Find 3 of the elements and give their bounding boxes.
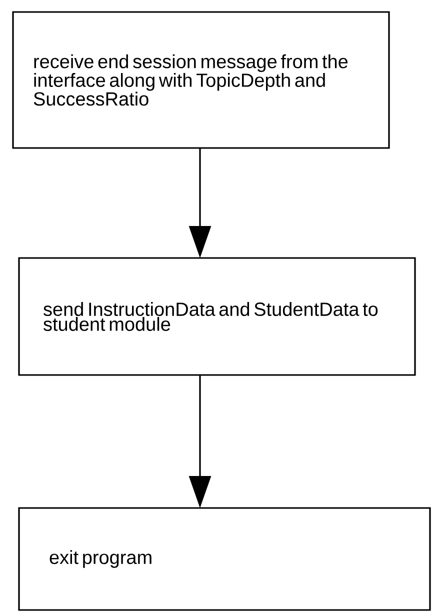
process-box: send InstructionData and StudentData to student module (18, 257, 416, 376)
process-box: receive end session message from the interface along with TopicDepth and SuccessRatio (12, 11, 390, 149)
process-box: exit program (18, 507, 431, 611)
